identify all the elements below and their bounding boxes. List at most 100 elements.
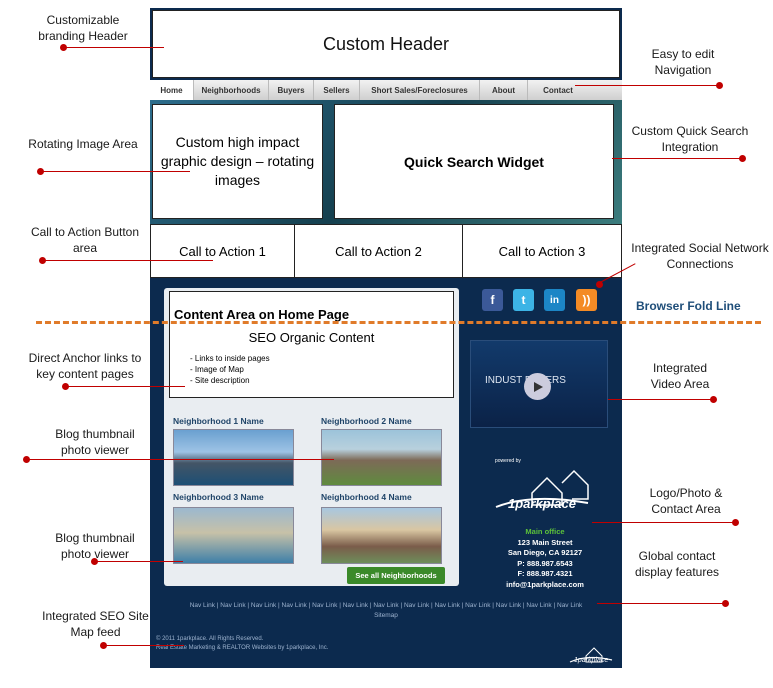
footer-nav-link[interactable]: Nav Link [557, 602, 583, 609]
linkedin-icon[interactable]: in [544, 289, 565, 311]
annotation-dot [716, 82, 723, 89]
annotation-line [43, 260, 213, 261]
footer-separator: | [429, 602, 435, 609]
cta-button-3[interactable]: Call to Action 3 [498, 243, 586, 259]
footer-separator: | [490, 602, 496, 609]
facebook-icon[interactable]: f [482, 289, 503, 311]
footer-nav-link[interactable]: Nav Link [526, 602, 552, 609]
neighborhood-3-photo[interactable] [173, 507, 294, 564]
footer-nav-link[interactable]: Nav Link [220, 602, 246, 609]
footer-nav-link[interactable]: Nav Link [342, 602, 369, 609]
footer-nav-link[interactable]: Nav Link [312, 602, 338, 609]
play-icon[interactable] [524, 373, 551, 400]
footer-separator: | [368, 602, 374, 609]
annotation-dot [710, 396, 717, 403]
nav-home[interactable]: Home [150, 80, 194, 100]
annotation-dot [739, 155, 746, 162]
browser-fold-label: Browser Fold Line [636, 299, 741, 313]
logo-powered-text: powered by [495, 458, 521, 464]
office-email[interactable]: info@1parkplace.com [506, 579, 584, 589]
annotation-cta: Call to Action Button area [30, 225, 140, 255]
company-logo: powered by 1parkplace [470, 455, 620, 520]
footer-nav-link[interactable]: Nav Link [373, 602, 399, 609]
annotation-line [575, 85, 720, 86]
annotation-line [27, 459, 334, 460]
neighborhood-4-photo[interactable] [321, 507, 442, 564]
custom-header: Custom Header [152, 10, 620, 78]
office-city: San Diego, CA 92127 [507, 548, 583, 557]
footer-nav-link[interactable]: Nav Link [281, 602, 307, 609]
footer-separator: | [398, 602, 404, 609]
annotation-dot [732, 519, 739, 526]
annotation-logo: Logo/Photo & Contact Area [649, 486, 723, 516]
see-all-neighborhoods-button[interactable]: See all Neighborhoods [347, 567, 445, 584]
annotation-global-contact: Global contact display features [634, 549, 720, 579]
annotation-blog-1: Blog thumbnail photo viewer [55, 427, 135, 457]
annotation-dot [596, 281, 603, 288]
seo-list-item[interactable]: - Image of Map [190, 365, 244, 374]
seo-list-item[interactable]: - Site description [190, 376, 250, 385]
footer-separator: | [551, 602, 557, 609]
annotation-video: Integrated Video Area [650, 361, 710, 391]
neighborhood-4-title[interactable]: Neighborhood 4 Name [321, 492, 412, 502]
annotation-dot [62, 383, 69, 390]
neighborhood-2-title[interactable]: Neighborhood 2 Name [321, 416, 412, 426]
annotation-line [608, 399, 714, 400]
annotation-dot [37, 168, 44, 175]
copyright-text: © 2011 1parkplace. All Rights Reserved. [156, 636, 264, 642]
neighborhood-1-title[interactable]: Neighborhood 1 Name [173, 416, 264, 426]
footer-nav-link[interactable]: Nav Link [495, 602, 522, 609]
content-area: Content Area on Home Page SEO Organic Co… [164, 288, 459, 586]
annotation-dot [39, 257, 46, 264]
rss-icon[interactable]: )) [576, 289, 597, 311]
nav-buyers[interactable]: Buyers [269, 80, 314, 100]
annotation-dot [91, 558, 98, 565]
annotation-navigation: Easy to edit Navigation [651, 47, 715, 77]
annotation-quick-search: Custom Quick Search Integration [631, 124, 749, 154]
seo-content-box: Content Area on Home Page SEO Organic Co… [169, 291, 454, 398]
quick-search-widget[interactable]: Quick Search Widget [334, 104, 614, 219]
footer-nav-link[interactable]: Nav Link [189, 602, 215, 609]
annotation-rotating: Rotating Image Area [28, 137, 138, 151]
nav-contact[interactable]: Contact [543, 85, 573, 95]
seo-list-item[interactable]: - Links to inside pages [190, 354, 270, 363]
annotation-dot [100, 642, 107, 649]
annotation-line [64, 47, 164, 48]
neighborhood-2-photo[interactable] [321, 429, 442, 486]
footer-nav-link[interactable]: Nav Link [250, 602, 277, 609]
footer-separator: | [459, 602, 466, 609]
footer-nav-link[interactable]: Nav Link [434, 602, 460, 609]
site-mockup: Custom Header Home Neighborhoods Buyers … [150, 8, 622, 668]
office-street: 123 Main Street [517, 537, 573, 547]
annotation-dot [60, 44, 67, 51]
nav-neighborhoods[interactable]: Neighborhoods [194, 80, 269, 100]
nav-sellers[interactable]: Sellers [314, 80, 360, 100]
annotation-line [95, 561, 183, 562]
video-player[interactable]: INDUST EADERS [470, 340, 608, 428]
annotation-anchor-links: Direct Anchor links to key content pages [28, 351, 142, 381]
footer-links: Nav Link | Nav Link | Nav Link | Nav Lin… [150, 602, 622, 609]
annotation-line [597, 603, 725, 604]
credit-text[interactable]: Real Estate Marketing & REALTOR Websites… [156, 645, 329, 651]
cta-row: Call to Action 1 Call to Action 2 Call t… [150, 224, 622, 278]
header-text: Custom Header [322, 33, 450, 54]
annotation-dot [722, 600, 729, 607]
neighborhood-1-photo[interactable] [173, 429, 294, 486]
footer-separator: | [521, 602, 527, 609]
content-title: Content Area on Home Page [174, 307, 350, 322]
neighborhood-3-title[interactable]: Neighborhood 3 Name [173, 492, 264, 502]
main-nav: Home Neighborhoods Buyers Sellers Short … [150, 80, 622, 100]
annotation-header: Customizable branding Header [38, 13, 128, 43]
house-logo-icon [495, 469, 589, 508]
annotation-line [104, 645, 184, 646]
twitter-icon[interactable]: t [513, 289, 534, 311]
footer-nav-link[interactable]: Nav Link [465, 602, 491, 609]
cta-button-1[interactable]: Call to Action 1 [151, 225, 295, 277]
footer-nav-link[interactable]: Nav Link [403, 602, 430, 609]
nav-short-sales[interactable]: Short Sales/Foreclosures [360, 80, 480, 100]
office-phone[interactable]: P: 888.987.6543 [517, 558, 573, 568]
nav-about[interactable]: About [480, 80, 528, 100]
annotation-dot [23, 456, 30, 463]
cta-button-2[interactable]: Call to Action 2 [295, 225, 463, 277]
sitemap-link[interactable]: Sitemap [374, 612, 398, 619]
